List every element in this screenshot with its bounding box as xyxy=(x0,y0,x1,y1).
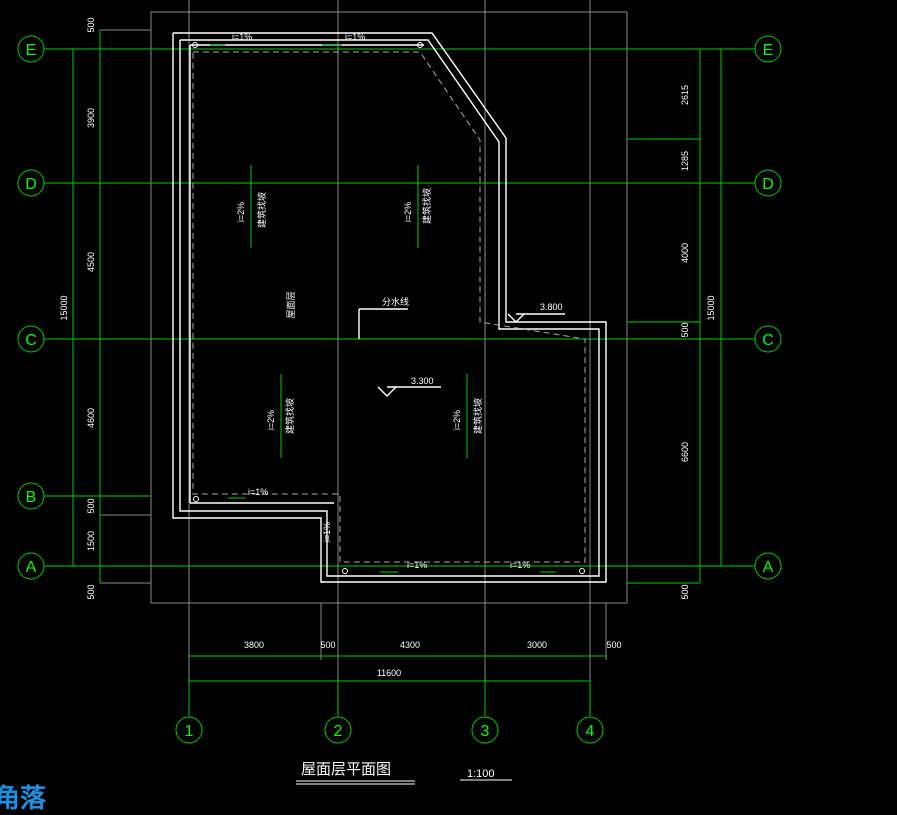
axis-bubble-c-left: C xyxy=(17,325,45,353)
gutter-slope-3: i=1% xyxy=(248,487,268,497)
axis-label-a-left: A xyxy=(26,559,37,576)
watermark-text: 角落 xyxy=(0,784,47,814)
drawing-title-scale: 1:100 xyxy=(467,768,495,780)
right-dimension-texts: 2615 1285 4000 500 6600 500 15000 xyxy=(680,85,716,600)
slope-arrows xyxy=(210,44,556,573)
drain-points xyxy=(192,42,585,574)
axis-label-c-right: C xyxy=(762,332,774,349)
right-dim-5: 500 xyxy=(680,584,690,599)
axis-label-e-left: E xyxy=(26,42,37,59)
bottom-dim-2: 4300 xyxy=(400,640,420,650)
right-dimension-lines xyxy=(699,49,722,583)
axis-label-1: 1 xyxy=(185,723,194,740)
slope-label-4: i=2% xyxy=(452,410,462,430)
roof-outline xyxy=(172,32,607,583)
vertical-grid-lines xyxy=(188,0,607,715)
axis-bubble-4: 4 xyxy=(576,681,604,744)
axis-label-c-left: C xyxy=(25,332,37,349)
bottom-dim-4: 500 xyxy=(606,640,621,650)
right-dim-4: 6600 xyxy=(680,442,690,462)
elevation-high-label: 3.800 xyxy=(540,302,563,312)
slope-label-2: i=2% xyxy=(403,202,413,222)
plan-annotations: 屋面层 分水线 3.800 3.300 i=2% 建筑找坡 i=2% 建筑找坡 … xyxy=(232,32,563,570)
axis-label-e-right: E xyxy=(763,42,774,59)
axis-label-d-right: D xyxy=(762,176,774,193)
elevation-marker-low xyxy=(377,386,441,397)
slope-label-1: i=2% xyxy=(236,202,246,222)
left-dim-0: 500 xyxy=(86,17,96,32)
bottom-dim-total: 11600 xyxy=(377,668,401,678)
right-dim-total: 15000 xyxy=(706,295,716,320)
roof-layer-label: 屋面层 xyxy=(286,291,296,318)
left-dimension-texts: 500 3900 4500 4600 500 1500 500 15000 xyxy=(59,17,96,599)
axis-label-d-left: D xyxy=(25,176,37,193)
axis-label-b-left: B xyxy=(26,489,37,506)
left-dim-2: 4500 xyxy=(86,252,96,272)
bottom-dim-3: 3000 xyxy=(527,640,547,650)
drawing-title: 屋面层平面图 1:100 xyxy=(296,761,512,785)
axis-bubble-2: 2 xyxy=(324,681,352,744)
gutter-slope-1: i=1% xyxy=(232,32,252,42)
bottom-dimension-texts: 3800 500 4300 3000 500 11600 xyxy=(244,640,622,678)
axis-bubble-d-right: D xyxy=(754,169,782,197)
axis-label-3: 3 xyxy=(481,723,490,740)
gutter-slope-2: i=1% xyxy=(345,32,365,42)
slope-text-1: 建筑找坡 xyxy=(256,192,267,228)
elevation-low-label: 3.300 xyxy=(411,376,434,386)
right-dim-2: 4000 xyxy=(680,243,690,263)
axis-bubble-1: 1 xyxy=(175,681,203,744)
right-dim-0: 2615 xyxy=(680,85,690,105)
gutter-slope-6: i=1% xyxy=(510,560,530,570)
right-dim-1: 1285 xyxy=(680,151,690,171)
divide-line-marker xyxy=(358,308,408,339)
bottom-dimension-lines xyxy=(189,655,606,682)
axis-bubble-c-right: C xyxy=(754,325,782,353)
left-dim-4: 500 xyxy=(86,498,96,513)
gutter-slope-5: i=1% xyxy=(407,560,427,570)
axis-label-a-right: A xyxy=(763,559,774,576)
elevation-marker-high xyxy=(507,313,565,323)
axis-bubble-e-right: E xyxy=(754,35,782,63)
left-dim-3: 4600 xyxy=(86,408,96,428)
gutter-slope-4: i=1% xyxy=(322,522,332,542)
axis-bubble-b-left: B xyxy=(17,482,45,510)
drawing-frame xyxy=(150,11,628,604)
axis-bubble-d-left: D xyxy=(17,169,45,197)
axis-label-4: 4 xyxy=(586,723,595,740)
axis-bubble-3: 3 xyxy=(471,681,499,744)
axis-label-2: 2 xyxy=(334,723,343,740)
slope-text-3: 建筑找坡 xyxy=(284,398,295,434)
bottom-dim-0: 3800 xyxy=(244,640,264,650)
drawing-title-name: 屋面层平面图 xyxy=(301,761,391,778)
slope-text-4: 建筑找坡 xyxy=(472,398,483,434)
divide-line-label: 分水线 xyxy=(382,296,409,307)
left-dim-1: 3900 xyxy=(86,108,96,128)
bottom-dim-1: 500 xyxy=(320,640,335,650)
axis-bubble-a-right: A xyxy=(754,552,782,580)
right-dim-3: 500 xyxy=(680,322,690,337)
axis-bubble-e-left: E xyxy=(17,35,45,63)
horizontal-grid-lines xyxy=(44,29,755,584)
left-dim-6: 500 xyxy=(86,584,96,599)
left-dimension-lines xyxy=(72,30,101,583)
left-dim-5: 1500 xyxy=(86,531,96,551)
slope-text-2: 建筑找坡 xyxy=(421,188,432,224)
left-dim-total: 15000 xyxy=(59,295,69,320)
slope-label-3: i=2% xyxy=(266,410,276,430)
axis-bubble-a-left: A xyxy=(17,552,45,580)
